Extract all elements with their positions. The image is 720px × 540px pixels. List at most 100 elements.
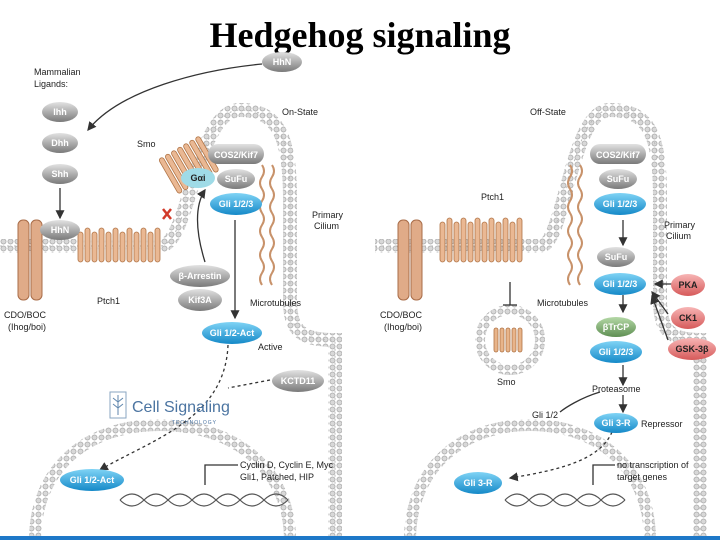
left-nucleus-membrane [29, 418, 296, 540]
right-cdo-boc-label-2: (Ihog/boi) [384, 322, 422, 332]
svg-text:COS2/Kif7: COS2/Kif7 [596, 150, 640, 160]
svg-text:PKA: PKA [678, 280, 698, 290]
pka: PKA [671, 274, 705, 296]
right-ptch1-receptor [439, 217, 523, 263]
ligand-ihh: Ihh [42, 102, 78, 122]
right-cell-membrane [375, 102, 707, 540]
svg-text:Gli 3-R: Gli 3-R [463, 478, 493, 488]
kctd11: KCTD11 [272, 370, 324, 392]
btrcp: βTrCP [596, 317, 636, 337]
svg-text:βTrCP: βTrCP [603, 322, 630, 332]
right-cdo-boc-receptor [397, 219, 423, 301]
left-cos2-kif7: COS2/Kif7 [208, 144, 264, 164]
left-primary-cilium-label-2: Cilium [314, 221, 339, 231]
right-gli123-c: Gli 1/2/3 [590, 341, 642, 363]
left-microtubules-label: Microtubules [250, 298, 302, 308]
beta-arrestin: β-Arrestin [170, 265, 230, 287]
no-transcription-label: no transcription of [617, 460, 689, 470]
left-ptch1-receptor [77, 227, 161, 263]
kif3a: Kif3A [178, 289, 222, 311]
svg-text:Cell Signaling: Cell Signaling [132, 399, 230, 416]
right-dna-helix [504, 493, 626, 507]
right-microtubules [567, 164, 583, 286]
svg-text:Gαi: Gαi [190, 173, 205, 183]
ligand-shh: Shh [42, 164, 78, 184]
proteasome-label: Proteasome [592, 384, 641, 394]
no-transcription-label-2: target genes [617, 472, 668, 482]
left-cdo-boc-label: CDO/BOC [4, 310, 47, 320]
right-ptch1-label: Ptch1 [481, 192, 504, 202]
nucleus-gli12-active: Gli 1/2-Act [60, 469, 124, 491]
ck1: CK1 [671, 307, 705, 329]
svg-text:HhN: HhN [51, 225, 70, 235]
left-cell-membrane [0, 102, 342, 540]
svg-text:HhN: HhN [273, 57, 292, 67]
cell-signaling-logo: Cell Signaling TECHNOLOGY [109, 391, 230, 426]
svg-text:Gli 3-R: Gli 3-R [601, 418, 631, 428]
left-primary-cilium-label: Primary [312, 210, 343, 220]
gli12-label: Gli 1/2 [532, 410, 558, 420]
svg-text:Kif3A: Kif3A [188, 295, 212, 305]
right-primary-cilium-label-2: Cilium [666, 231, 691, 241]
svg-text:SuFu: SuFu [605, 252, 628, 262]
gli12-active: Gli 1/2-Act [202, 322, 262, 344]
gli3-repressor: Gli 3-R [594, 413, 638, 433]
ligand-hhn: HhN [40, 220, 80, 240]
bottom-bar [0, 536, 720, 540]
right-cdo-boc-label: CDO/BOC [380, 310, 423, 320]
svg-text:Shh: Shh [52, 169, 69, 179]
endosome-vesicle [475, 305, 545, 375]
svg-text:Gli 1/2/3: Gli 1/2/3 [219, 199, 254, 209]
right-arrows [503, 220, 672, 485]
right-sufu-2: SuFu [597, 247, 635, 267]
svg-text:Gli 1/2-Act: Gli 1/2-Act [210, 328, 255, 338]
svg-text:Gli 1/2/3: Gli 1/2/3 [599, 347, 634, 357]
left-dna-helix [119, 493, 289, 507]
svg-text:SuFu: SuFu [607, 174, 630, 184]
svg-text:SuFu: SuFu [225, 174, 248, 184]
svg-text:Ihh: Ihh [53, 107, 67, 117]
on-state-label: On-State [282, 107, 318, 117]
left-arrows [55, 63, 271, 485]
svg-text:Gli 1/2-Act: Gli 1/2-Act [70, 475, 115, 485]
gsk3b: GSK-3β [668, 338, 716, 360]
right-sufu: SuFu [599, 169, 637, 189]
left-gai: Gαi [181, 168, 215, 188]
inhibition-x-icon [162, 208, 172, 220]
right-nucleus-membrane [404, 418, 656, 540]
right-microtubules-label: Microtubules [537, 298, 589, 308]
svg-text:TECHNOLOGY: TECHNOLOGY [172, 420, 217, 426]
ligands-heading-2: Ligands: [34, 79, 68, 89]
svg-text:Gli 1/2/3: Gli 1/2/3 [603, 279, 638, 289]
svg-text:CK1: CK1 [679, 313, 697, 323]
target-genes-label-2: Gli1, Patched, HIP [240, 472, 314, 482]
ligand-dhh: Dhh [42, 133, 78, 153]
svg-text:COS2/Kif7: COS2/Kif7 [214, 150, 258, 160]
right-cos2-kif7: COS2/Kif7 [590, 144, 646, 164]
left-sufu: SuFu [217, 169, 255, 189]
ligands-heading: Mammalian [34, 67, 81, 77]
right-gli123-b: Gli 1/2/3 [594, 273, 646, 295]
right-primary-cilium-label: Primary [664, 220, 695, 230]
left-microtubules [259, 164, 275, 286]
smo-label: Smo [137, 139, 156, 149]
target-genes-label: Cyclin D, Cyclin E, Myc [240, 460, 334, 470]
nucleus-gli3-repressor: Gli 3-R [454, 472, 502, 494]
active-label: Active [258, 342, 283, 352]
svg-text:β-Arrestin: β-Arrestin [178, 271, 221, 281]
svg-text:GSK-3β: GSK-3β [676, 344, 710, 354]
left-gli123: Gli 1/2/3 [210, 193, 262, 215]
repressor-label: Repressor [641, 419, 683, 429]
svg-text:Dhh: Dhh [51, 138, 69, 148]
svg-text:Gli 1/2/3: Gli 1/2/3 [603, 199, 638, 209]
svg-text:KCTD11: KCTD11 [281, 376, 316, 386]
page-title: Hedgehog signaling [209, 15, 511, 55]
left-cdo-boc-receptor [17, 219, 43, 301]
ligand-hhn-top: HhN [262, 52, 302, 72]
right-smo-label: Smo [497, 377, 516, 387]
ptch1-label: Ptch1 [97, 296, 120, 306]
right-gli123: Gli 1/2/3 [594, 193, 646, 215]
off-state-label: Off-State [530, 107, 566, 117]
left-cdo-boc-label-2: (Ihog/boi) [8, 322, 46, 332]
